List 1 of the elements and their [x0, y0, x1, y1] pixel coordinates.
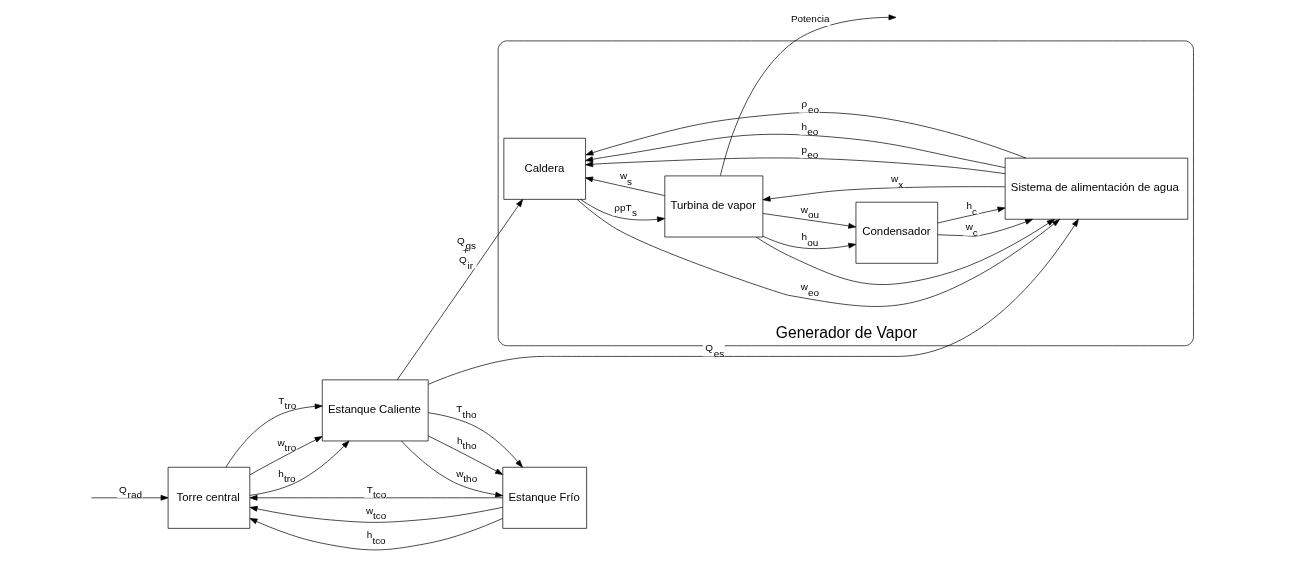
edge-label: Potencia	[790, 12, 830, 24]
